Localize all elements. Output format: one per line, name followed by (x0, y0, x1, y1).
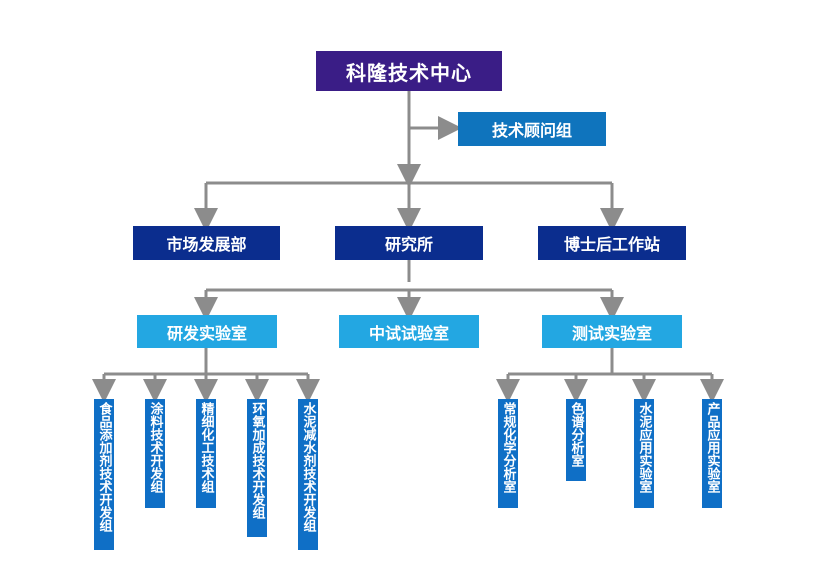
lab-node-test: 测试实验室 (542, 315, 682, 348)
dept-label: 研究所 (384, 235, 433, 254)
dept-label: 市场发展部 (166, 235, 247, 254)
lab-label: 中试试验室 (368, 323, 449, 343)
dept-node-postdoc: 博士后工作站 (538, 226, 686, 260)
rd-group-epoxy: 环氧加成技术开发组 (247, 399, 267, 537)
advisor-label: 技术顾问组 (491, 121, 572, 140)
group-label: 色谱分析室 (568, 402, 584, 467)
test-group-product-application: 产品应用实验室 (702, 399, 722, 508)
root-label: 科隆技术中心 (346, 60, 472, 85)
test-group-chemical-analysis: 常规化学分析室 (498, 399, 518, 508)
rd-group-fine-chemical: 精细化工技术组 (196, 399, 216, 508)
group-label: 涂料技术开发组 (147, 402, 163, 493)
root-node: 科隆技术中心 (316, 51, 502, 91)
group-label: 环氧加成技术开发组 (249, 402, 265, 519)
test-group-chromatography: 色谱分析室 (566, 399, 586, 481)
lab-node-pilot: 中试试验室 (339, 315, 479, 348)
dept-node-institute: 研究所 (335, 226, 483, 260)
rd-group-coating: 涂料技术开发组 (145, 399, 165, 508)
dept-node-market: 市场发展部 (133, 226, 280, 260)
dept-label: 博士后工作站 (563, 235, 660, 254)
group-label: 水泥减水剂技术开发组 (300, 402, 316, 532)
advisor-node: 技术顾问组 (458, 112, 606, 146)
lab-node-rd: 研发实验室 (137, 315, 277, 348)
test-group-cement-application: 水泥应用实验室 (634, 399, 654, 508)
rd-group-food-additive: 食品添加剂技术开发组 (94, 399, 114, 550)
group-label: 水泥应用实验室 (636, 402, 652, 493)
group-label: 精细化工技术组 (198, 402, 214, 493)
group-label: 产品应用实验室 (704, 402, 720, 493)
group-label: 食品添加剂技术开发组 (96, 402, 112, 532)
rd-group-cement-reducer: 水泥减水剂技术开发组 (298, 399, 318, 550)
lab-label: 测试实验室 (571, 323, 652, 343)
lab-label: 研发实验室 (166, 323, 247, 343)
group-label: 常规化学分析室 (500, 402, 516, 493)
